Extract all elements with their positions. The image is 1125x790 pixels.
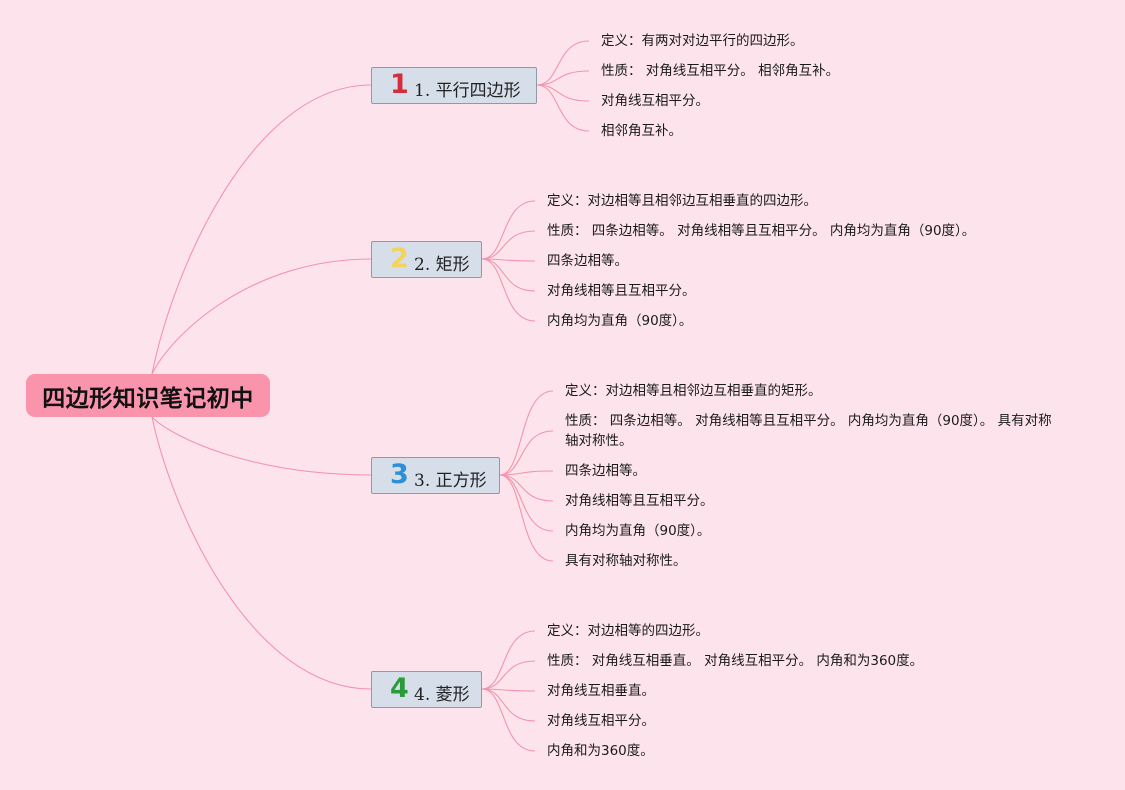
branch-to-leaf-link <box>499 430 554 476</box>
branch-label: 4. 菱形 <box>414 685 470 705</box>
leaf-item[interactable]: 具有对称轴对称性。 <box>565 553 687 569</box>
branch-label: 3. 正方形 <box>414 471 487 491</box>
branch-node-rectangle[interactable]: 2 2. 矩形 <box>371 241 482 278</box>
leaf-item[interactable]: 定义：对边相等且相邻边互相垂直的四边形。 <box>547 193 817 209</box>
leaf-item[interactable]: 对角线互相平分。 <box>547 713 655 729</box>
root-to-branch-link <box>151 416 372 476</box>
branch-to-leaf-link <box>536 70 590 86</box>
leaf-item[interactable]: 性质： 四条边相等。 对角线相等且互相平分。 内角均为直角（90度）。 具有对称… <box>565 413 1052 449</box>
root-node[interactable]: 四边形知识笔记初中 <box>26 374 270 417</box>
number-two-icon: 2 <box>390 243 409 274</box>
number-four-icon: 4 <box>390 673 409 704</box>
leaf-item[interactable]: 定义：有两对对边平行的四边形。 <box>601 33 804 49</box>
branch-to-leaf-link <box>481 258 536 322</box>
leaf-item[interactable]: 相邻角互补。 <box>601 123 682 139</box>
branch-to-leaf-link <box>536 84 590 132</box>
branch-to-leaf-link <box>481 630 536 690</box>
branch-to-leaf-link <box>499 474 554 532</box>
branch-label: 2. 矩形 <box>414 255 470 275</box>
branch-node-parallelogram[interactable]: 1 1. 平行四边形 <box>371 67 537 104</box>
leaf-item[interactable]: 对角线互相平分。 <box>601 93 709 109</box>
leaf-item[interactable]: 定义：对边相等且相邻边互相垂直的矩形。 <box>565 383 822 399</box>
leaf-item[interactable]: 内角均为直角（90度）。 <box>547 313 693 329</box>
branch-to-leaf-link <box>481 660 536 690</box>
root-label: 四边形知识笔记初中 <box>42 385 254 412</box>
leaf-item[interactable]: 性质： 四条边相等。 对角线相等且互相平分。 内角均为直角（90度）。 <box>547 223 976 239</box>
leaf-item[interactable]: 内角均为直角（90度）。 <box>565 523 711 539</box>
leaf-item[interactable]: 四条边相等。 <box>565 463 646 479</box>
root-to-branch-link <box>151 84 372 375</box>
branch-to-leaf-link <box>536 40 590 86</box>
leaf-item[interactable]: 对角线相等且互相平分。 <box>565 493 714 509</box>
branch-to-leaf-link <box>481 258 536 292</box>
leaf-item[interactable]: 性质： 对角线互相垂直。 对角线互相平分。 内角和为360度。 <box>547 653 924 669</box>
number-three-icon: 3 <box>390 459 409 490</box>
branch-to-leaf-link <box>499 474 554 502</box>
branch-to-leaf-link <box>499 474 554 562</box>
leaf-item[interactable]: 对角线互相垂直。 <box>547 683 655 699</box>
branch-to-leaf-link <box>481 200 536 260</box>
branch-node-rhombus[interactable]: 4 4. 菱形 <box>371 671 482 708</box>
branch-to-leaf-link <box>499 470 554 476</box>
leaf-item[interactable]: 定义：对边相等的四边形。 <box>547 623 709 639</box>
branch-to-leaf-link <box>481 688 536 722</box>
leaf-item[interactable]: 四条边相等。 <box>547 253 628 269</box>
branch-label: 1. 平行四边形 <box>414 81 521 101</box>
branch-to-leaf-link <box>481 688 536 752</box>
root-to-branch-link <box>151 416 372 690</box>
branch-to-leaf-link <box>481 230 536 260</box>
number-one-icon: 1 <box>390 69 409 100</box>
branch-node-square[interactable]: 3 3. 正方形 <box>371 457 500 494</box>
leaf-item[interactable]: 内角和为360度。 <box>547 743 654 759</box>
leaf-item[interactable]: 性质： 对角线互相平分。 相邻角互补。 <box>601 63 840 79</box>
leaf-item[interactable]: 对角线相等且互相平分。 <box>547 283 696 299</box>
branch-to-leaf-link <box>536 84 590 102</box>
branch-to-leaf-link <box>499 390 554 476</box>
root-to-branch-link <box>151 258 372 375</box>
